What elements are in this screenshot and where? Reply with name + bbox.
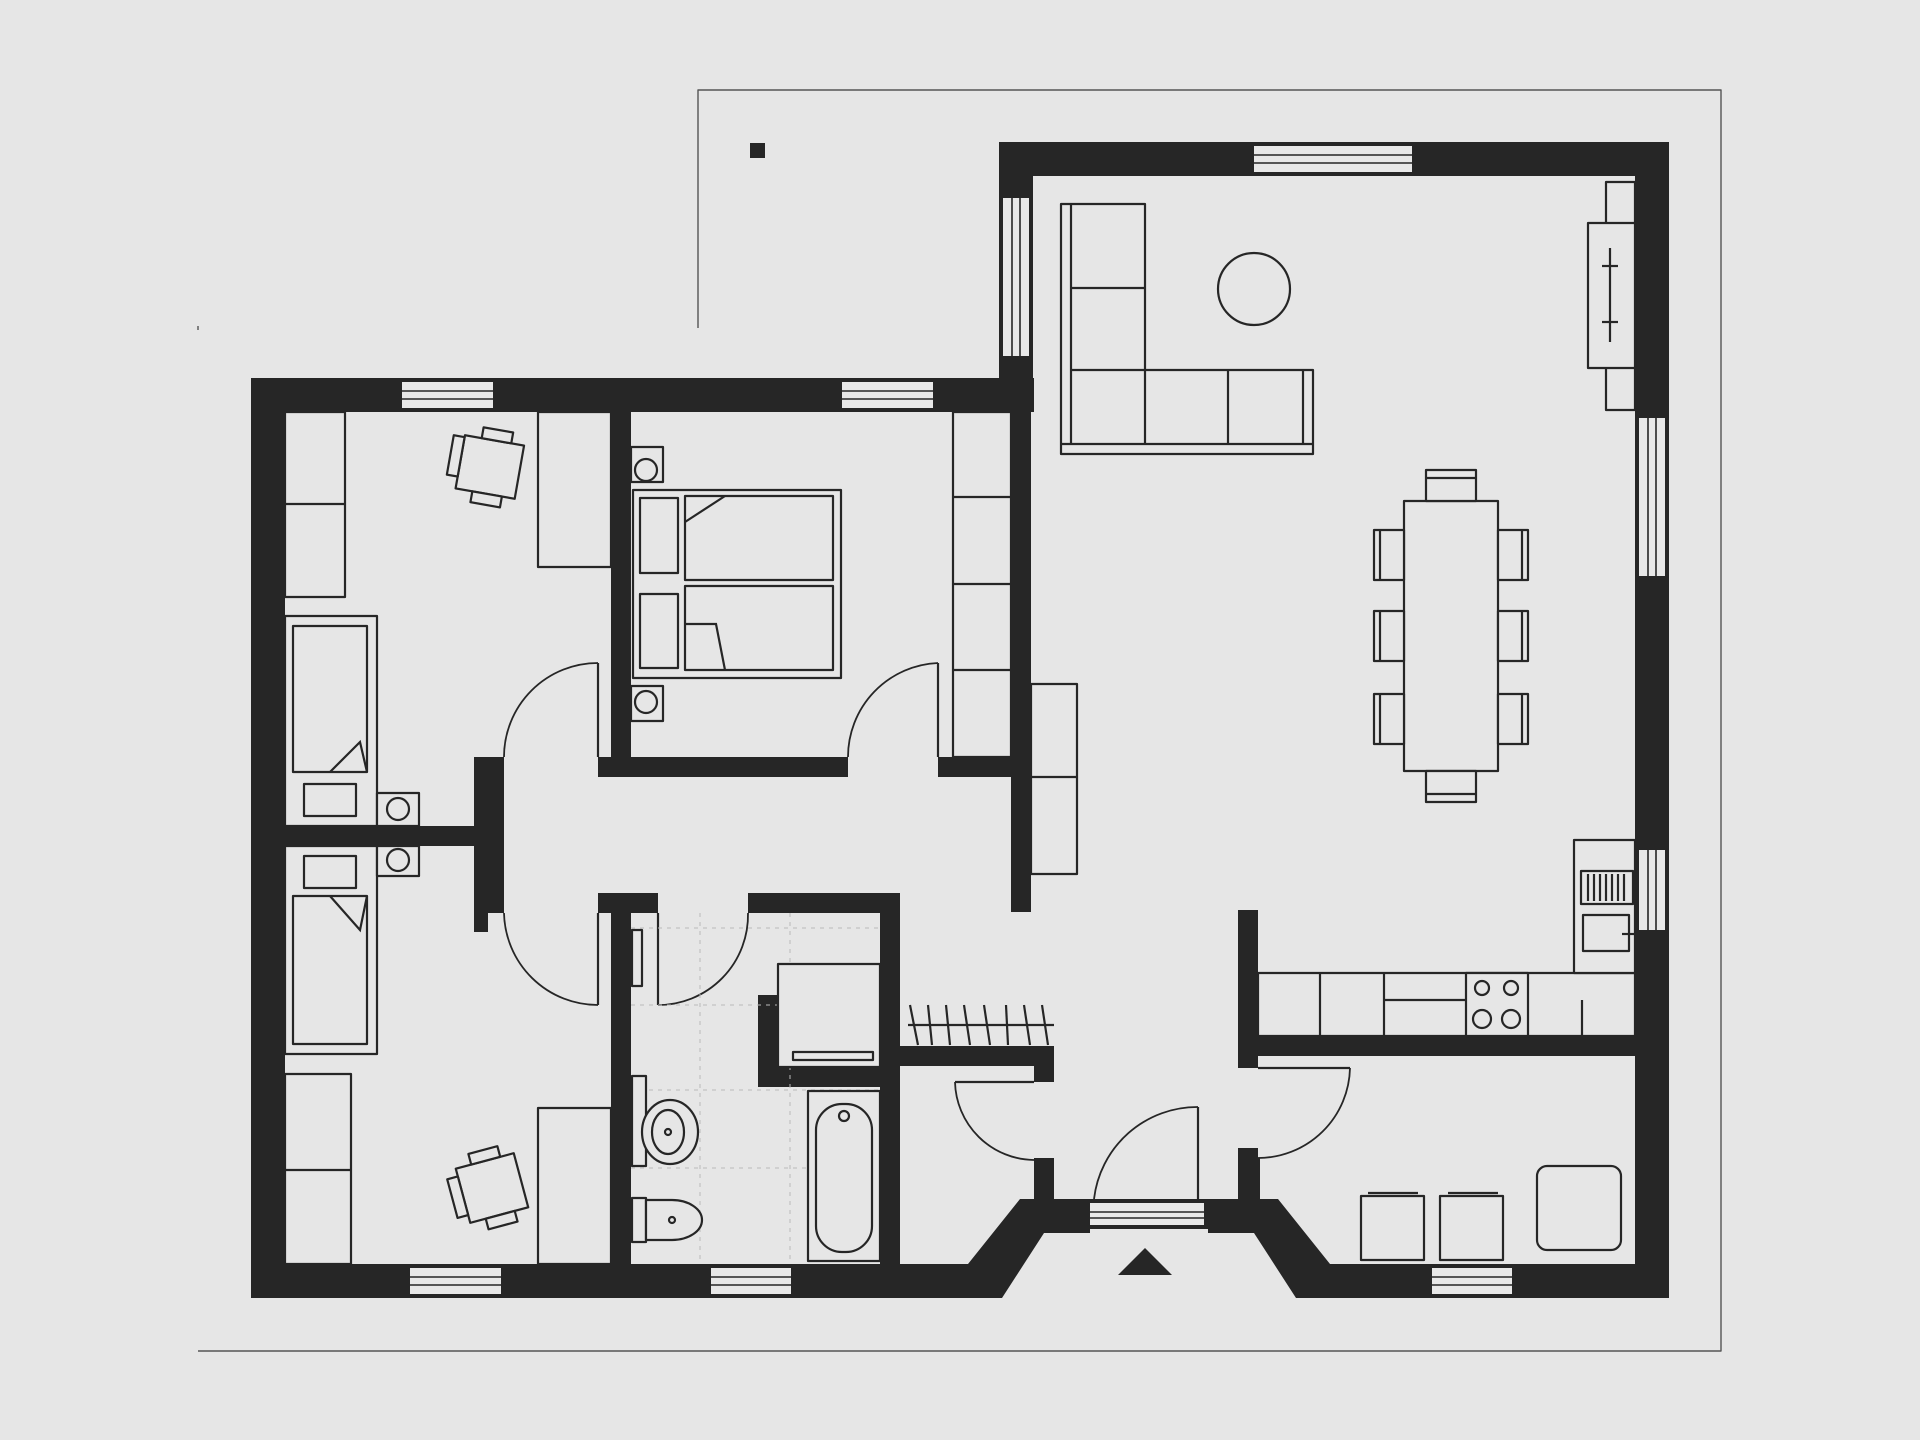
duvet — [683, 584, 835, 672]
dining-chair — [1372, 692, 1406, 746]
square-marker-icon — [750, 143, 765, 158]
laundry-basket — [1535, 1164, 1623, 1252]
window — [1432, 1268, 1512, 1294]
children-room-bottom — [283, 844, 613, 1266]
door — [503, 912, 600, 1006]
window — [1639, 418, 1665, 576]
desk — [536, 1106, 613, 1266]
door — [954, 1080, 1035, 1161]
desk-chair — [446, 1145, 530, 1231]
washing-machine — [776, 962, 882, 1069]
door — [1093, 1106, 1200, 1200]
counter — [1256, 971, 1637, 1038]
door — [503, 662, 600, 758]
desk — [536, 410, 613, 569]
dining-chair — [1372, 609, 1406, 663]
kitchen — [1256, 838, 1637, 1038]
door — [656, 912, 749, 1006]
children-room-top — [283, 410, 613, 828]
dining-area — [1372, 468, 1530, 804]
cooktop — [1464, 971, 1530, 1038]
living-room — [1059, 180, 1637, 456]
master-bedroom — [629, 410, 1013, 759]
tv-unit — [1586, 180, 1637, 412]
toilet — [630, 1196, 704, 1244]
nightstand — [375, 844, 421, 878]
window — [842, 382, 933, 408]
dining-chair — [1496, 528, 1530, 582]
window — [410, 1268, 501, 1294]
door — [847, 662, 940, 758]
window — [1254, 146, 1412, 172]
dining-chair — [1496, 692, 1530, 746]
kitchen-sink — [1579, 869, 1636, 953]
pillow — [638, 496, 680, 575]
nightstand — [375, 791, 421, 828]
desk-chair — [445, 426, 526, 509]
triangle-arrow-icon — [1118, 1248, 1172, 1275]
dining-chair — [1424, 468, 1478, 503]
corner-sofa — [1059, 202, 1315, 456]
dining-table — [1402, 499, 1500, 773]
bathtub — [806, 1089, 882, 1263]
coat-rack — [908, 1004, 1054, 1046]
utility-room — [1359, 1164, 1623, 1262]
dining-chair — [1496, 609, 1530, 663]
sideboard — [1029, 682, 1079, 876]
sink — [630, 1074, 700, 1168]
bathroom — [630, 913, 882, 1264]
window — [402, 382, 493, 408]
nightstand — [629, 445, 665, 484]
washing-machine — [1359, 1191, 1426, 1262]
nightstand — [629, 684, 665, 723]
dining-chair — [1424, 769, 1478, 804]
counter — [1572, 838, 1637, 975]
pillow — [638, 592, 680, 670]
towel-rail — [630, 928, 644, 988]
window — [711, 1268, 791, 1294]
window — [1003, 198, 1029, 356]
window — [1639, 850, 1665, 930]
bed — [283, 614, 379, 828]
doors — [503, 662, 1351, 1200]
dryer — [1438, 1191, 1505, 1262]
dining-chair — [1372, 528, 1406, 582]
coffee-table — [1216, 251, 1292, 327]
door — [1257, 1066, 1351, 1159]
windows — [402, 146, 1665, 1294]
plot-outline — [197, 89, 1722, 1352]
duvet — [683, 494, 835, 582]
entrance-door-frame — [1090, 1203, 1204, 1225]
bed — [283, 844, 379, 1056]
